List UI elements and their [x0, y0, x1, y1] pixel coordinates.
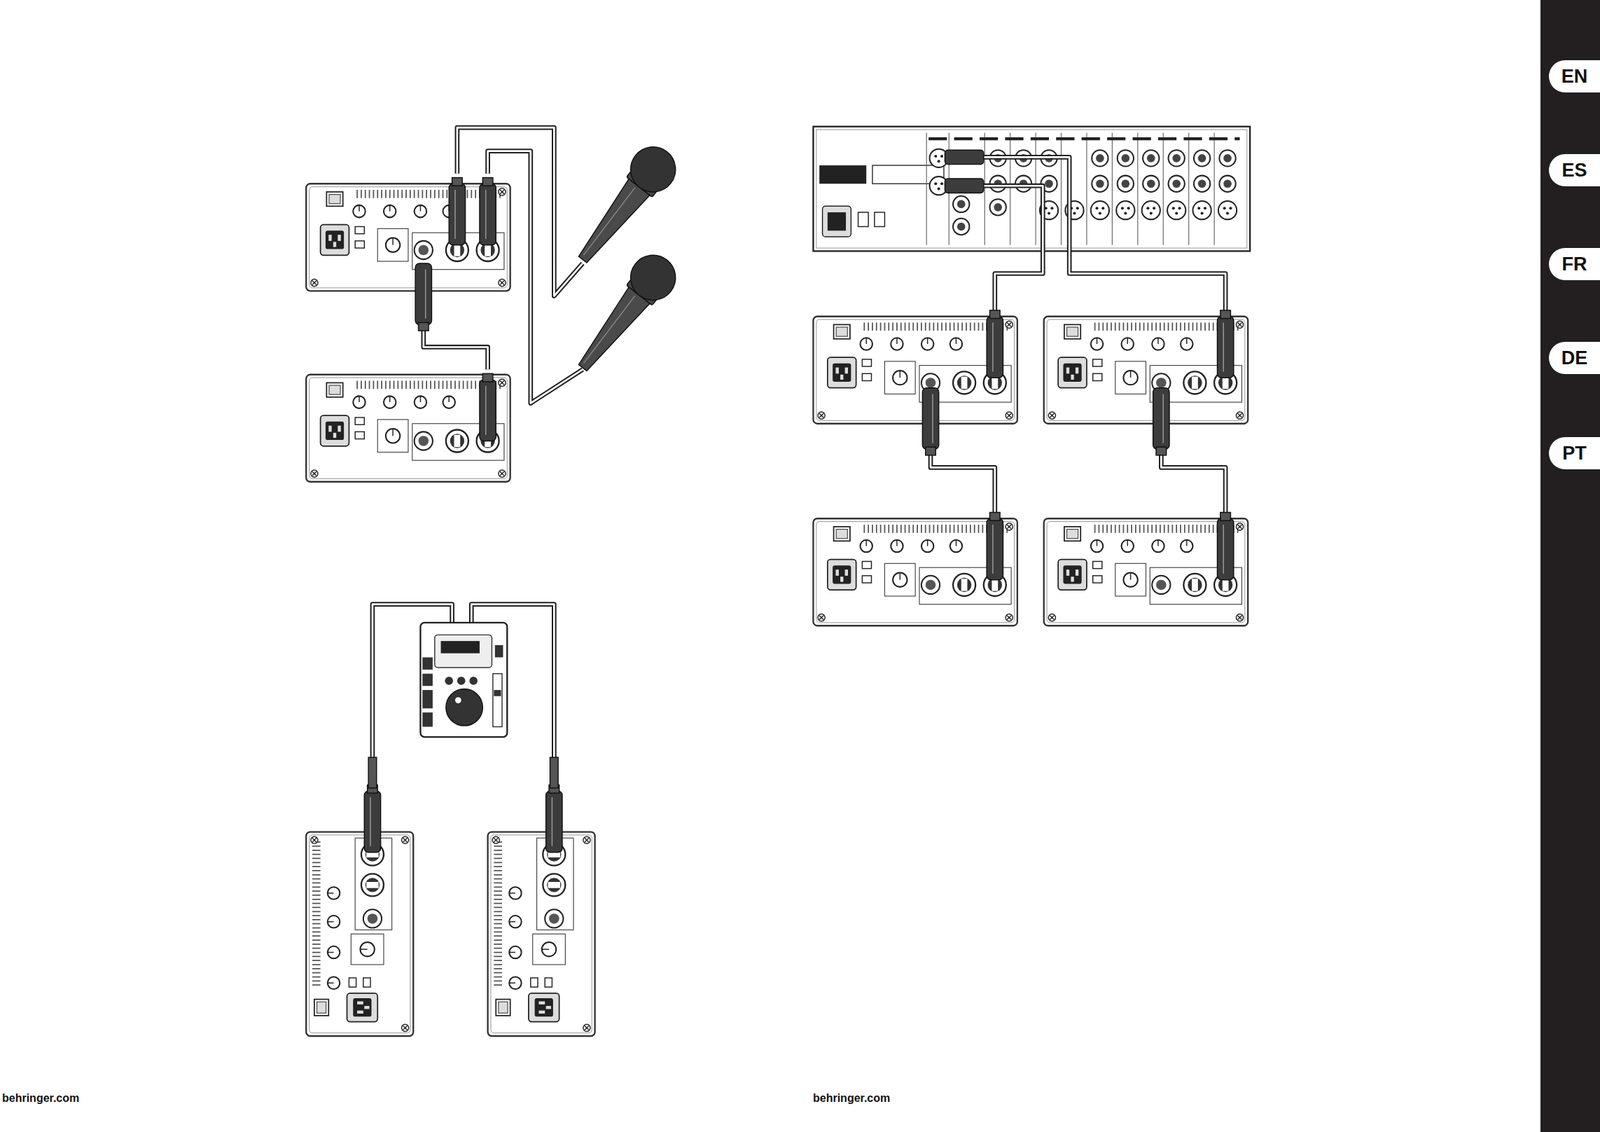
language-code: FR	[1562, 253, 1588, 276]
language-tab: ES	[1548, 154, 1600, 187]
mixer	[812, 126, 1250, 252]
language-code: ES	[1561, 159, 1587, 182]
language-tab: PT	[1548, 436, 1600, 470]
footer-url: behringer.com	[812, 1091, 890, 1105]
footer-url: behringer.com	[2, 1091, 80, 1105]
language-tab: FR	[1548, 247, 1600, 281]
cd-player	[420, 622, 507, 737]
language-code: DE	[1561, 347, 1589, 370]
language-code: PT	[1562, 442, 1587, 465]
language-tab: EN	[1548, 60, 1600, 93]
language-tab: DE	[1548, 341, 1600, 374]
language-code: EN	[1561, 65, 1589, 88]
